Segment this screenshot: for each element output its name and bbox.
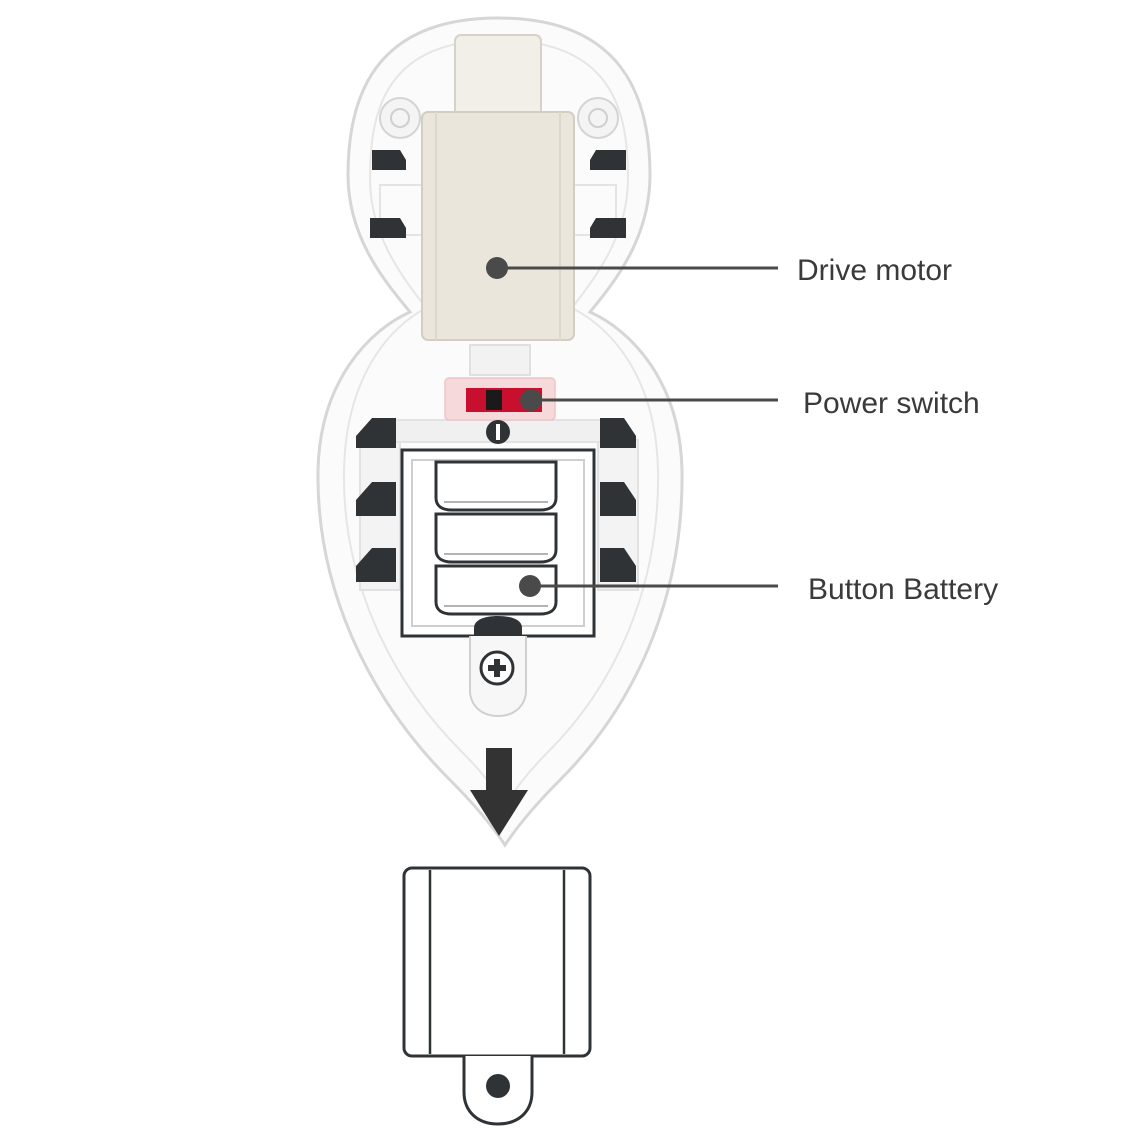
drive-motor — [421, 34, 575, 341]
callout-label-button-battery: Button Battery — [808, 573, 998, 606]
clip-upper-left-2 — [370, 218, 406, 238]
button-battery-cell — [434, 460, 558, 512]
callout-label-power-switch: Power switch — [803, 387, 980, 420]
clip-lower-right-1 — [600, 418, 636, 448]
screw-boss-left-inner — [390, 108, 410, 128]
down-arrow-shaft — [486, 748, 512, 794]
clip-lower-left-3 — [356, 548, 396, 582]
power-switch-knob — [486, 390, 502, 410]
battery-contact-tab — [474, 616, 522, 636]
snap-clips — [356, 150, 636, 582]
cap-body — [402, 866, 592, 1058]
positive-terminal — [469, 636, 527, 718]
cap-mount-hole — [486, 1074, 510, 1098]
down-arrow-head — [470, 790, 528, 836]
clip-lower-left-2 — [356, 482, 396, 516]
motor-body — [421, 111, 575, 341]
battery-compartment — [400, 448, 596, 638]
callout-drive-motor: Drive motor — [486, 254, 952, 287]
minus-icon-bar — [496, 424, 500, 440]
negative-terminal — [486, 420, 510, 444]
callout-button-battery: Button Battery — [519, 573, 998, 606]
detached-cap — [402, 866, 592, 1126]
screw-boss-left — [379, 97, 421, 139]
clip-upper-right-1 — [590, 150, 626, 170]
clip-lower-right-2 — [600, 482, 636, 516]
callout-label-drive-motor: Drive motor — [797, 254, 952, 287]
shell-rib — [469, 344, 531, 376]
clip-lower-left-1 — [356, 418, 396, 448]
motor-shaft — [454, 34, 542, 118]
screw-boss-right-inner — [588, 108, 608, 128]
plus-screw-icon-v — [494, 659, 500, 677]
screw-bosses — [379, 97, 619, 139]
down-arrow-icon — [470, 748, 528, 836]
clip-lower-right-3 — [600, 548, 636, 582]
clip-upper-left-1 — [372, 150, 406, 170]
button-battery-cell — [434, 512, 558, 564]
screw-boss-right — [577, 97, 619, 139]
callout-power-switch: Power switch — [520, 387, 980, 420]
clip-upper-right-2 — [590, 218, 626, 238]
